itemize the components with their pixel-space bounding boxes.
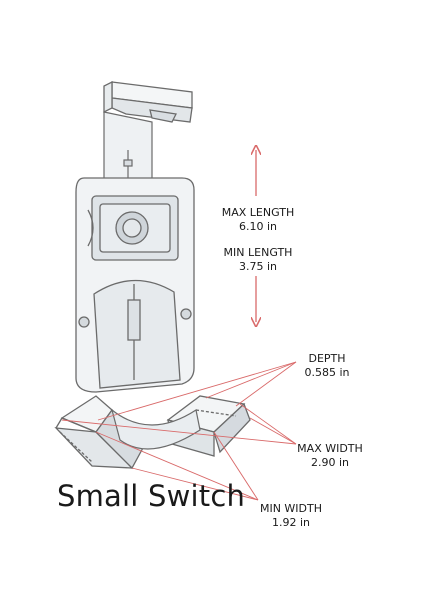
- max-length-label: MAX LENGTH: [221, 206, 295, 219]
- max-width-value: 2.90 in: [310, 456, 350, 469]
- sliding-stem: [103, 111, 153, 183]
- max-width-label: MAX WIDTH: [297, 442, 363, 455]
- depth-label: DEPTH: [308, 352, 346, 365]
- min-width-value: 1.92 in: [271, 516, 311, 529]
- leader-lines: [61, 361, 297, 501]
- min-length-value: 3.75 in: [238, 260, 278, 273]
- min-width-label: MIN WIDTH: [259, 502, 323, 515]
- product-title: Small Switch: [57, 479, 246, 513]
- back-plate: [75, 177, 195, 393]
- max-length-value: 6.10 in: [238, 220, 278, 233]
- depth-value: 0.585 in: [304, 366, 350, 379]
- min-length-label: MIN LENGTH: [223, 246, 293, 259]
- top-clip: [103, 80, 193, 123]
